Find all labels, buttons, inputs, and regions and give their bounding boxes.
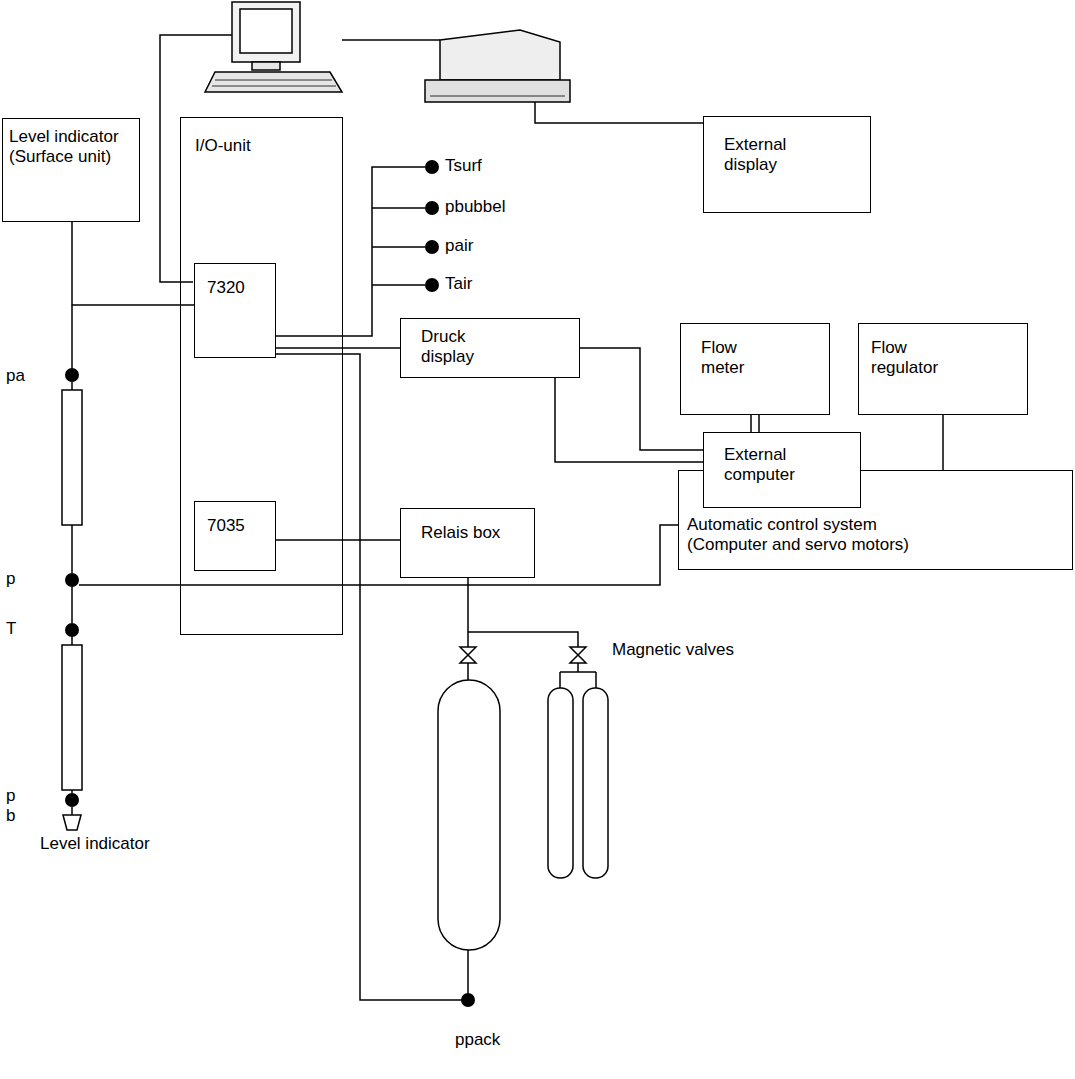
probe-wire <box>71 305 73 368</box>
computer-box: External computer <box>703 432 861 508</box>
gas-cylinder <box>583 688 608 878</box>
box-label: 7320 <box>207 278 245 298</box>
box-label: Druck display <box>421 327 501 368</box>
display-wire <box>535 102 703 123</box>
display-box: Druck display <box>400 318 580 378</box>
sensor-label: T <box>6 619 16 639</box>
sensor-dot <box>425 278 439 292</box>
level-probe-symbol <box>63 815 81 830</box>
sensor-label: Tair <box>445 274 472 294</box>
sensor-label: pa <box>6 366 25 386</box>
printer-slot <box>430 96 565 97</box>
box-label: Level indicator (Surface unit) <box>9 127 131 168</box>
connector-line <box>750 415 752 432</box>
part-label: Level indicator <box>40 834 150 854</box>
box-label: Flow meter <box>701 338 761 379</box>
connector-line <box>276 539 400 541</box>
box-label: External computer <box>724 445 814 486</box>
sensor-dots <box>65 160 475 1007</box>
box-label: 7035 <box>207 516 245 536</box>
instrument-box: Flow meter <box>680 323 830 415</box>
sensor-label: ppack <box>455 1030 500 1050</box>
sensor-dot <box>461 993 475 1007</box>
keyboard <box>205 72 342 92</box>
probe-tube <box>62 645 82 790</box>
sensor-dot <box>425 240 439 254</box>
connector-line <box>72 222 194 305</box>
io-card-box: 7035 <box>194 501 276 571</box>
computer-wire <box>160 35 232 282</box>
io-card-box: 7320 <box>194 263 276 358</box>
sensor-label: p b <box>6 786 18 827</box>
flow-meter-cable <box>758 415 760 432</box>
sensor-dot <box>65 573 79 587</box>
ppack-wire <box>275 354 462 1000</box>
box-label: Automatic control system (Computer and s… <box>687 515 937 556</box>
sensor-label: pair <box>445 236 473 256</box>
pressure-wire <box>79 525 678 585</box>
sensor-dot <box>65 368 79 382</box>
printer-base <box>425 80 570 102</box>
sensor-dot <box>425 160 439 174</box>
pressure-vessel <box>438 680 500 950</box>
gas-cylinder <box>548 688 573 878</box>
box-label: I/O-unit <box>195 136 251 156</box>
keyboard-keys <box>212 80 336 86</box>
part-label: Magnetic valves <box>612 640 734 660</box>
sensor-dot <box>65 623 79 637</box>
wires <box>62 2 759 1000</box>
printer-body <box>440 30 560 80</box>
sensor-dot <box>425 201 439 215</box>
sensor-label: Tsurf <box>445 156 482 176</box>
magnetic-valve <box>460 647 476 663</box>
display-box: External display <box>703 116 871 213</box>
connector-line <box>276 347 400 349</box>
relay-box: Relais box <box>400 508 535 578</box>
sensor-dot <box>65 793 79 807</box>
instrument-box: Flow regulator <box>858 323 1028 415</box>
box-label: External display <box>724 135 814 176</box>
sensor-label: pbubbel <box>445 197 506 217</box>
connector-line <box>580 348 703 450</box>
sensor-bus <box>275 167 425 336</box>
probe-tube <box>62 390 82 525</box>
box-label: Flow regulator <box>871 338 961 379</box>
printer-wire <box>342 39 440 41</box>
box-label: Relais box <box>421 523 500 543</box>
monitor <box>232 2 300 62</box>
magnetic-valve <box>570 647 586 663</box>
monitor-screen <box>240 9 292 53</box>
monitor-stand <box>252 62 280 70</box>
connector-line <box>942 415 944 470</box>
io-unit-box: I/O-unit 7320 7035 <box>180 117 343 635</box>
sensor-label: p <box>6 569 15 589</box>
surface-unit-box: Level indicator (Surface unit) <box>2 118 140 222</box>
